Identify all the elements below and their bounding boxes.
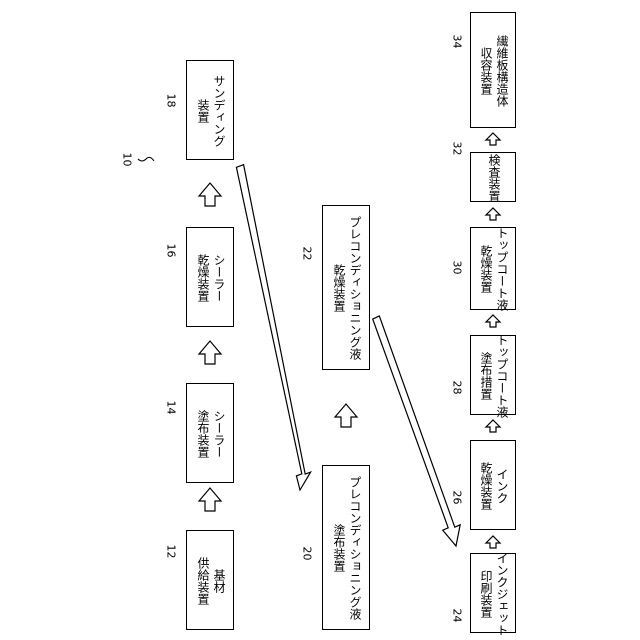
inkjet-printing-label-1: インクジェット [495,552,509,636]
preconditioning-coating-label-2: 塗布装置 [332,524,346,572]
topcoat-drying-box: トップコート液 乾燥装置 [470,227,516,310]
preconditioning-drying-box: プレコンディショニング液 乾燥装置 [322,205,370,370]
sealer-drying-box: シーラー 乾燥装置 [186,227,234,327]
ref-number-34: 34 [452,35,463,49]
substrate-supply-box: 基材 供給装置 [186,530,234,630]
ref-number-28: 28 [452,381,463,395]
flow-arrow-22-to-24 [373,316,461,546]
ref-number-26: 26 [452,491,463,505]
preconditioning-drying-label-1: プレコンディショニング液 [348,216,362,360]
ref-number-32: 32 [452,142,463,156]
sealer-coating-box: シーラー 塗布装置 [186,383,234,483]
fiberboard-storage-label-2: 収容装置 [479,47,493,95]
topcoat-drying-label-1: トップコート液 [495,227,509,311]
ink-drying-box: インク 乾燥装置 [470,440,516,530]
flow-arrow-32-to-34 [486,133,500,145]
flow-arrow-28-to-30 [486,315,500,327]
sanding-label-2: 装置 [196,99,210,123]
ref-number-20: 20 [302,547,313,561]
ref-number-16: 16 [166,244,177,258]
topcoat-coating-label-1: トップコート液 [495,334,509,418]
inkjet-printing-label-2: 印刷装置 [479,570,493,618]
sealer-drying-label-2: 乾燥装置 [196,254,210,302]
ref-number-14: 14 [166,401,177,415]
substrate-supply-label-1: 基材 [212,569,226,593]
ink-drying-label-1: インク [495,468,509,504]
inspection-label-1: 検査装置 [487,154,501,202]
sealer-drying-label-1: シーラー [212,254,226,302]
sanding-box: サンディング 装置 [186,60,234,160]
flow-arrow-24-to-26 [486,536,500,548]
flow-arrow-30-to-32 [486,208,500,220]
preconditioning-coating-box: プレコンディショニング液 塗布装置 [322,465,370,630]
sealer-coating-label-1: シーラー [212,410,226,458]
fiberboard-storage-label-1: 繊維板構造体 [495,35,509,107]
substrate-supply-label-2: 供給装置 [196,557,210,605]
system-ref-number: 10 [122,153,133,167]
inspection-box: 検査装置 [470,152,516,202]
fiberboard-storage-box: 繊維板構造体 収容装置 [470,12,516,128]
flow-arrow-12-to-14 [199,488,221,511]
ref-number-30: 30 [452,261,463,275]
flow-arrow-26-to-28 [486,420,500,432]
topcoat-coating-label-2: 塗布措置 [479,352,493,400]
ref-number-22: 22 [302,247,313,261]
ref-number-12: 12 [166,545,177,559]
sealer-coating-label-2: 塗布装置 [196,410,210,458]
sanding-label-1: サンディング [212,75,226,147]
ref-number-24: 24 [452,609,463,623]
topcoat-coating-box: トップコート液 塗布措置 [470,335,516,415]
ref-number-18: 18 [166,94,177,108]
preconditioning-coating-label-1: プレコンディショニング液 [348,476,362,620]
flow-arrow-18-to-20 [236,165,310,490]
preconditioning-drying-label-2: 乾燥装置 [332,264,346,312]
flow-arrow-14-to-16 [199,341,221,364]
topcoat-drying-label-2: 乾燥装置 [479,245,493,293]
inkjet-printing-box: インクジェット 印刷装置 [470,553,516,633]
ink-drying-label-2: 乾燥装置 [479,462,493,510]
system-ref-leader [138,157,154,161]
flow-arrow-16-to-18 [199,183,221,206]
flow-arrow-20-to-22 [335,404,357,427]
